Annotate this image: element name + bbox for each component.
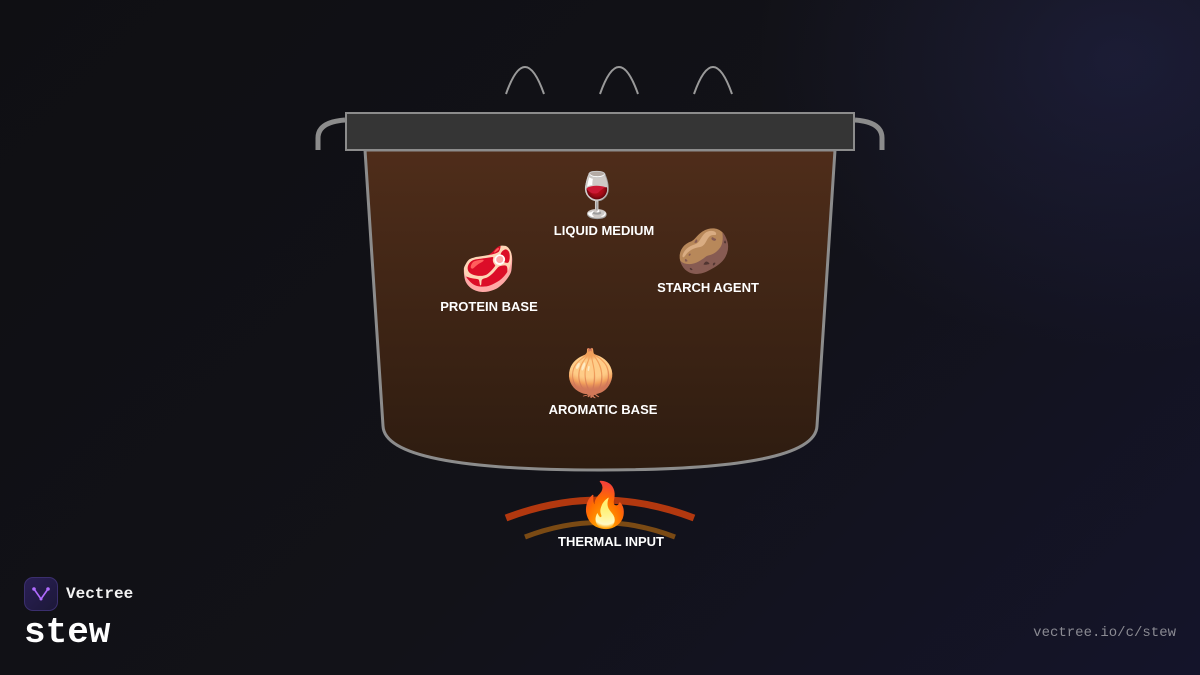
steam-wisp bbox=[505, 66, 545, 95]
ingredient-label: AROMATIC BASE bbox=[549, 402, 658, 417]
ingredient-label: STARCH AGENT bbox=[657, 280, 759, 295]
ingredient-label: LIQUID MEDIUM bbox=[554, 223, 654, 238]
brand: Vectree bbox=[24, 577, 133, 611]
pot-handle-right bbox=[854, 117, 885, 150]
ingredient-protein: 🥩 PROTEIN BASE bbox=[440, 244, 538, 314]
pot-body bbox=[363, 148, 837, 472]
onion-icon: 🧅 bbox=[564, 346, 619, 399]
meat-icon: 🥩 bbox=[461, 244, 516, 295]
flame-arc-inner bbox=[524, 520, 676, 540]
steam-wisp bbox=[599, 66, 639, 95]
fire-icon: 🔥 bbox=[578, 480, 633, 531]
potato-icon: 🥔 bbox=[677, 226, 732, 277]
heat-source: 🔥 THERMAL INPUT bbox=[504, 480, 696, 549]
ingredient-starch: 🥔 STARCH AGENT bbox=[657, 226, 759, 295]
ingredient-aromatic: 🧅 AROMATIC BASE bbox=[549, 346, 658, 417]
page-url[interactable]: vectree.io/c/stew bbox=[1033, 625, 1176, 641]
ingredient-liquid: 🍷 LIQUID MEDIUM bbox=[554, 170, 654, 238]
wine-glass-icon: 🍷 bbox=[570, 170, 625, 221]
vectree-logo-icon bbox=[24, 577, 58, 611]
steam bbox=[505, 66, 733, 95]
pot-lid bbox=[345, 112, 855, 151]
steam-wisp bbox=[693, 66, 733, 95]
flame-arc-outer bbox=[504, 496, 696, 522]
pot-handle-left bbox=[315, 117, 346, 150]
ingredient-label: PROTEIN BASE bbox=[440, 299, 538, 314]
brand-name: Vectree bbox=[66, 585, 134, 603]
heat-label: THERMAL INPUT bbox=[558, 534, 664, 549]
page-title: stew bbox=[24, 612, 111, 653]
